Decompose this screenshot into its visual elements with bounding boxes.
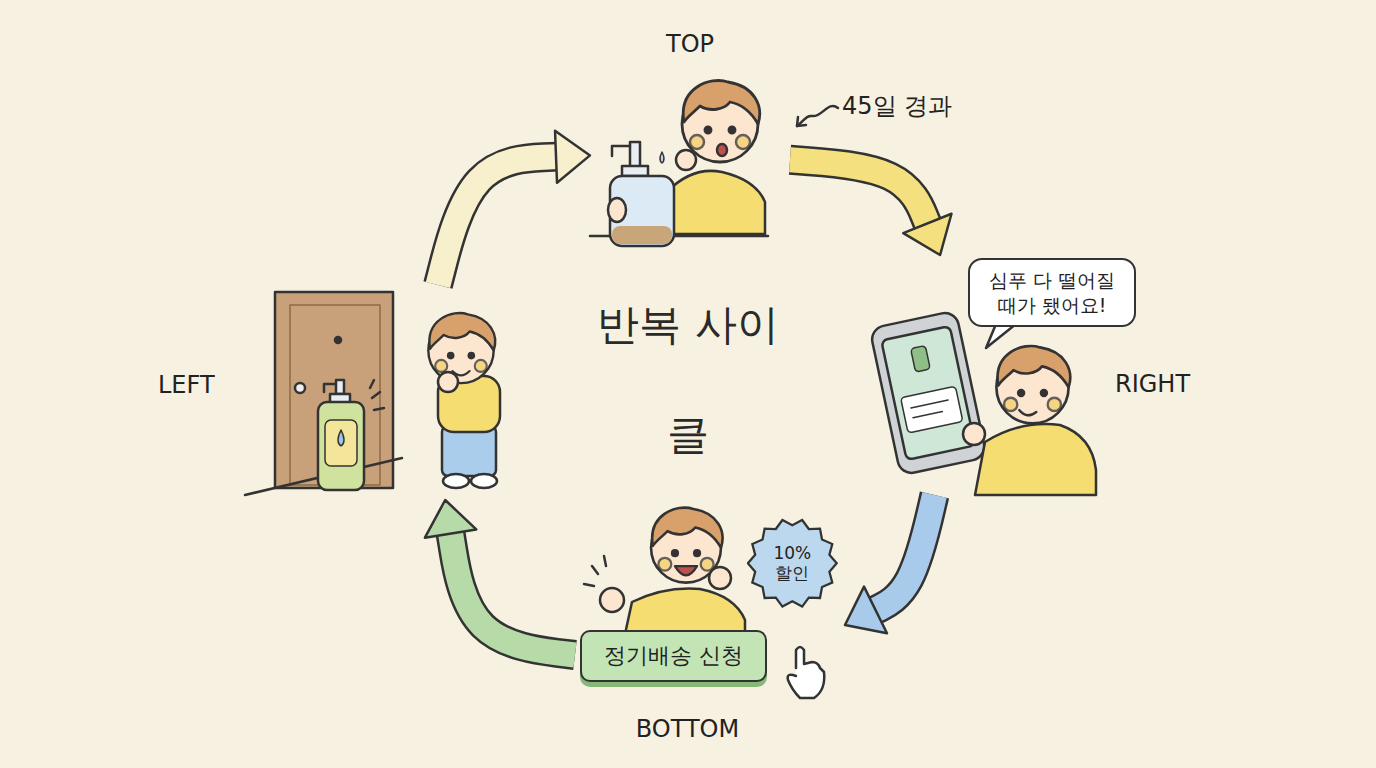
cycle-arrow — [438, 131, 590, 285]
subscribe-button: 정기배송 신청 — [580, 630, 767, 682]
arrow-head — [903, 214, 951, 255]
discount-badge-text: 10% 할인 — [766, 543, 818, 584]
speech-bubble-text: 심푸 다 떨어질 때가 됐어요! — [982, 268, 1122, 317]
arrow-body — [874, 495, 935, 611]
discount-badge: 10% 할인 — [747, 518, 838, 609]
arrow-outline — [438, 157, 558, 285]
arrow-body — [438, 157, 558, 285]
scene-bottom: BOTTOM 10% 할인정기배송 신청 — [575, 495, 845, 745]
cycle-title: 반복 사이클 — [588, 270, 788, 490]
scene-top: TOP — [590, 30, 790, 250]
arrow-head — [425, 500, 476, 538]
arrow-body — [790, 160, 928, 226]
top-scene-art — [590, 81, 768, 246]
cycle-arrow — [845, 495, 935, 633]
speech-bubble: 심푸 다 떨어질 때가 됐어요! — [968, 258, 1136, 327]
cycle-arrow — [425, 500, 575, 655]
leader-line — [797, 106, 838, 126]
subscribe-button-text: 정기배송 신청 — [604, 641, 743, 671]
cycle-arrow — [790, 160, 951, 255]
arrow-outline — [790, 160, 928, 226]
scene-label: BOTTOM — [575, 715, 800, 743]
callout-note: 45일 경과 — [842, 90, 952, 122]
arrow-outline — [450, 532, 575, 655]
arrow-head — [555, 131, 590, 183]
scene-label: LEFT — [158, 371, 215, 399]
scene-right: RIGHT 심푸 다 떨어질 때가 됐어요! — [875, 255, 1225, 495]
scene-label: TOP — [590, 30, 790, 58]
scene-label: RIGHT — [1115, 370, 1190, 398]
arrow-body — [450, 532, 575, 655]
right-scene-art — [870, 310, 1096, 495]
scene-left: LEFT — [150, 285, 510, 500]
left-scene-art — [245, 292, 500, 495]
arrow-outline — [874, 495, 935, 611]
arrow-head — [845, 587, 887, 634]
